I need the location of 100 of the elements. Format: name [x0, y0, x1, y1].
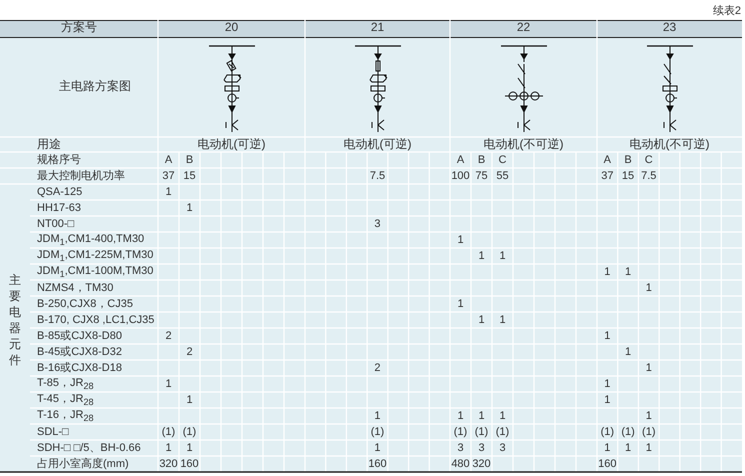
row-heading: JDM$_{1}$,CM1-225M,TM30 [37, 248, 154, 264]
column-heading: 方案号 [61, 21, 97, 35]
table-value: B [478, 154, 486, 166]
table-value: 1 [604, 442, 610, 454]
table-value: 37 [601, 170, 614, 182]
table-value: 1 [646, 282, 652, 294]
row-heading: SDH-□ □/5、BH-0.66 [37, 442, 141, 454]
table-value: (1) [474, 426, 488, 438]
table-value: 1 [646, 362, 652, 374]
table-value: 320 [159, 458, 178, 470]
table-value: 1 [186, 394, 193, 406]
table-value: 100 [451, 170, 470, 182]
row-heading: B-16或CJX8-D18 [37, 362, 122, 374]
row-heading: B-85或CJX8-D80 [37, 330, 122, 342]
table-value: 37 [162, 170, 175, 182]
table-value: 2 [186, 346, 193, 358]
table-value: A [164, 154, 172, 166]
row-heading: 用途 [37, 138, 61, 152]
table-value: 3 [457, 442, 464, 454]
column-heading: 22 [516, 21, 530, 35]
table-value: 电动机(可逆) [344, 138, 412, 152]
section-label: 主要电器元件 [8, 272, 22, 368]
table-value: 320 [472, 458, 491, 470]
table-note: 续表2 [712, 4, 741, 18]
column-heading: 21 [370, 21, 384, 35]
table-value: 1 [478, 250, 485, 262]
table-value: 1 [457, 298, 464, 310]
table-value: 1 [165, 378, 172, 390]
table-value: 1 [624, 442, 632, 454]
table-value: 3 [478, 442, 485, 454]
table-value: 1 [374, 410, 381, 422]
row-heading: NT00-□ [37, 218, 74, 230]
table-value: 2 [165, 330, 172, 342]
table-value: 1 [646, 410, 652, 422]
table-value: 55 [496, 170, 509, 182]
row-heading: QSA-125 [37, 186, 82, 198]
table-value: 160 [180, 458, 199, 470]
table-value: (1) [182, 426, 196, 438]
table-value: 1 [165, 442, 172, 454]
table-value: (1) [370, 426, 384, 438]
table-value: 1 [478, 410, 485, 422]
table-value: 1 [499, 250, 506, 262]
row-heading: B-45或CJX8-D32 [37, 346, 122, 358]
row-heading: B-250,CJX8，CJ35 [37, 298, 133, 310]
table-value: 160 [368, 458, 387, 470]
table-value: B [186, 154, 194, 166]
table-value: 3 [499, 442, 506, 454]
table-value: (1) [600, 426, 614, 438]
table-value: 7.5 [641, 170, 656, 182]
row-heading: NZMS4，TM30 [37, 282, 114, 294]
table-value: 1 [499, 314, 506, 326]
row-heading: T-85，JR$_{28}$ [37, 376, 94, 392]
table-value: 1 [624, 266, 632, 278]
row-heading: JDM$_{1}$,CM1-100M,TM30 [37, 264, 154, 280]
table-value: A [604, 154, 612, 166]
table-value: 15 [622, 170, 634, 182]
column-heading: 23 [662, 21, 676, 35]
row-heading: B-170, CJX8 ,LC1,CJ35 [37, 314, 154, 326]
table-value: 160 [598, 458, 617, 470]
table-value: 1 [478, 314, 485, 326]
table-value: 480 [451, 458, 470, 470]
table-value: C [644, 154, 653, 166]
table-value: 1 [604, 330, 610, 342]
table-value: 电动机(不可逆) [630, 138, 710, 152]
table-value: (1) [454, 426, 468, 438]
table-value: (1) [496, 426, 510, 438]
table-value: 7.5 [370, 170, 386, 182]
table-value: A [456, 154, 464, 166]
table-value: 3 [374, 218, 381, 230]
table-value: 1 [604, 266, 610, 278]
row-heading: 主电路方案图 [59, 80, 131, 94]
table-value: 1 [374, 442, 381, 454]
row-heading: JDM$_{1}$,CM1-400,TM30 [37, 232, 144, 248]
table-value: 15 [183, 170, 196, 182]
row-heading: 最大控制电机功率 [37, 170, 125, 182]
row-heading: T-16，JR$_{28}$ [37, 408, 94, 424]
row-heading: SDL-□ [37, 426, 69, 438]
row-heading: 规格序号 [37, 154, 81, 166]
table-value: 1 [457, 410, 464, 422]
table-value: 1 [165, 186, 172, 198]
table-value: (1) [642, 426, 656, 438]
table-value: 1 [457, 234, 464, 246]
table-value: 1 [646, 442, 652, 454]
table-value: C [498, 154, 506, 166]
column-heading: 20 [224, 21, 238, 35]
table-value: 1 [186, 442, 193, 454]
row-heading: 占用小室高度(mm) [37, 458, 129, 470]
table-value: 2 [374, 362, 381, 374]
table-value: 电动机(可逆) [198, 138, 266, 152]
table-value: 1 [499, 410, 506, 422]
table-value: (1) [621, 426, 635, 438]
row-heading: T-45，JR$_{28}$ [37, 392, 94, 408]
table-value: (1) [162, 426, 176, 438]
table-value: B [624, 154, 632, 166]
table-value: 1 [186, 202, 193, 214]
table-value: 1 [624, 346, 632, 358]
row-heading: HH17-63 [37, 202, 82, 214]
table-value: 75 [475, 170, 488, 182]
table-value: 电动机(不可逆) [484, 138, 564, 152]
table-value: 1 [604, 394, 610, 406]
